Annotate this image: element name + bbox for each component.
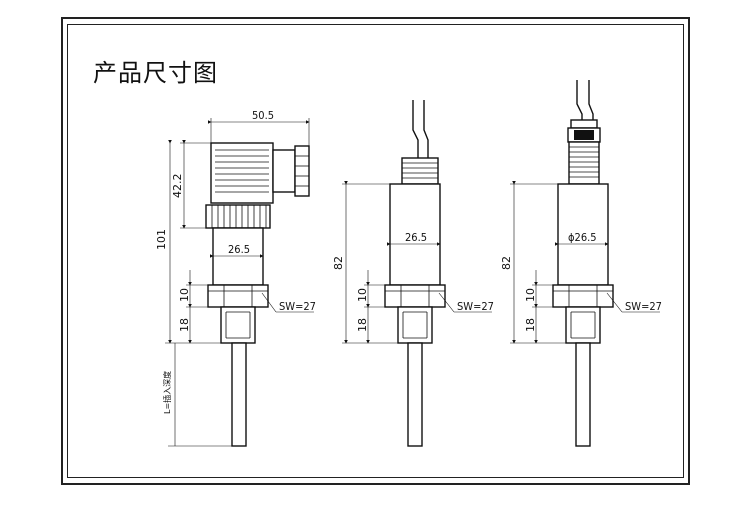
dim-width-top: 50.5 bbox=[252, 109, 274, 122]
wrench-size: SW=27 bbox=[279, 300, 316, 313]
dim-diameter: 26.5 bbox=[405, 231, 427, 244]
view-1-din-connector: 50.5 42.2 101 26.5 10 18 SW=27 L=插入深度 bbox=[155, 109, 316, 447]
dim-connector-height: 42.2 bbox=[171, 174, 184, 199]
dim-thread-height: 18 bbox=[178, 318, 191, 332]
wrench-size: SW=27 bbox=[625, 300, 662, 313]
view-2-cable-gland: 82 26.5 10 18 SW=27 bbox=[332, 100, 494, 447]
page-title: 产品尺寸图 bbox=[93, 59, 218, 87]
dim-height: 82 bbox=[332, 256, 345, 270]
dim-nut-height: 10 bbox=[178, 288, 191, 302]
dim-overall-height: 101 bbox=[155, 229, 168, 250]
outer-frame bbox=[61, 17, 690, 485]
dim-thread-height: 18 bbox=[524, 318, 537, 332]
dim-diameter: 26.5 bbox=[228, 243, 250, 256]
wrench-size: SW=27 bbox=[457, 300, 494, 313]
view-3-m12-connector: 82 ϕ26.5 10 18 SW=27 bbox=[500, 80, 662, 447]
dim-diameter: ϕ26.5 bbox=[568, 231, 597, 244]
dim-insertion-depth: L=插入深度 bbox=[162, 371, 172, 414]
dim-thread-height: 18 bbox=[356, 318, 369, 332]
inner-frame bbox=[67, 24, 684, 478]
dim-nut-height: 10 bbox=[524, 288, 537, 302]
dim-height: 82 bbox=[500, 256, 513, 270]
dim-nut-height: 10 bbox=[356, 288, 369, 302]
